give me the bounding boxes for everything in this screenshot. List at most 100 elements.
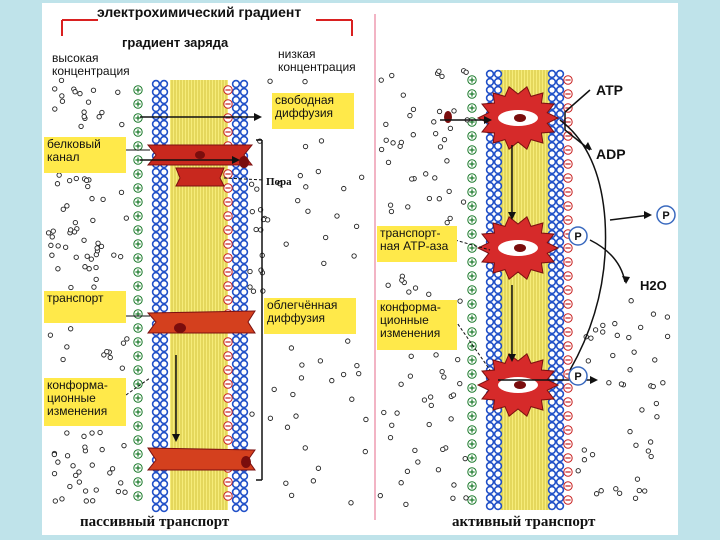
lipid-head [159,431,169,441]
molecule [377,492,383,499]
lipid-head [547,317,557,327]
molecule [593,491,600,497]
molecule [299,362,305,368]
lipid-head [231,279,241,289]
lipid-head [493,501,503,511]
lipid-head [151,255,161,265]
svg-text:P: P [662,210,669,222]
lipid-head [547,133,557,143]
molecule [248,181,255,187]
molecule [628,298,634,304]
lipid-head [151,383,161,393]
svg-text:P: P [574,231,581,243]
lipid-head [231,223,241,233]
molecule [600,322,606,328]
lipid-head [493,421,503,431]
lipid-head [239,207,249,217]
molecule [415,459,421,465]
molecule [645,448,651,454]
molecule [426,195,433,202]
molecule [271,386,277,393]
lipid-head [159,183,169,193]
lipid-head [493,173,503,183]
lipid-head [231,503,241,513]
lipid-head [555,221,565,231]
lipid-head [151,239,161,249]
lipid-head [159,263,169,273]
box-transport: транспорт [44,291,126,323]
box-transport-atpase: транспорт- ная ATP-аза [377,226,457,262]
molecule [600,329,606,335]
lipid-head [231,343,241,353]
lipid-head [555,309,565,319]
molecule [81,433,87,439]
lipid-head [485,157,495,167]
lipid-head [555,69,565,79]
lipid-head [239,367,249,377]
molecule [305,208,311,214]
carrier-left-bottom [146,447,256,471]
molecule [398,381,404,387]
lipid-head [151,95,161,105]
lipid-head [485,357,495,367]
molecule [614,332,620,338]
lipid-head [159,231,169,241]
lipid-head [493,181,503,191]
lipid-head [493,205,503,215]
molecule [302,78,308,85]
molecule [433,352,439,358]
lipid-head [485,325,495,335]
molecule [82,264,88,270]
molecule [315,168,321,175]
molecule [652,357,658,363]
molecule [249,209,255,215]
molecule [123,215,129,221]
molecule [81,113,87,120]
lipid-head [231,207,241,217]
lipid-head [159,479,169,489]
lipid-head [485,165,495,175]
molecule [98,243,105,250]
lipid-head [555,269,565,279]
lipid-head [485,477,495,487]
molecule [427,394,434,400]
lipid-head [547,445,557,455]
lipid-head [493,141,503,151]
molecule [99,109,105,116]
lipid-head [555,173,565,183]
svg-text:P: P [574,371,581,383]
molecule [59,98,66,104]
lipid-head [239,135,249,145]
lipid-head [547,341,557,351]
molecule [432,175,438,181]
molecule [118,189,125,196]
lipid-head [493,477,503,487]
molecule [283,480,289,486]
lipid-head [555,445,565,455]
lipid-head [493,157,503,167]
molecule [664,314,671,320]
molecule [585,358,591,364]
lipid-head [159,295,169,305]
lipid-head [231,127,241,137]
lipid-head [485,437,495,447]
molecule [86,266,92,272]
molecule [315,465,322,471]
lipid-head [493,437,503,447]
lipid-head [151,431,161,441]
lipid-head [159,247,169,257]
lipid-head [239,167,249,177]
lipid-head [555,157,565,167]
lipid-head [239,95,249,105]
molecule [51,471,58,477]
molecule [124,336,130,342]
molecule [404,468,411,474]
lipid-head [231,271,241,281]
molecule [446,188,452,195]
molecule [122,489,128,495]
lipid-head [555,165,565,175]
lipid-head [159,271,169,281]
molecule [310,478,317,484]
lipid-head [159,135,169,145]
lipid-head [547,285,557,295]
